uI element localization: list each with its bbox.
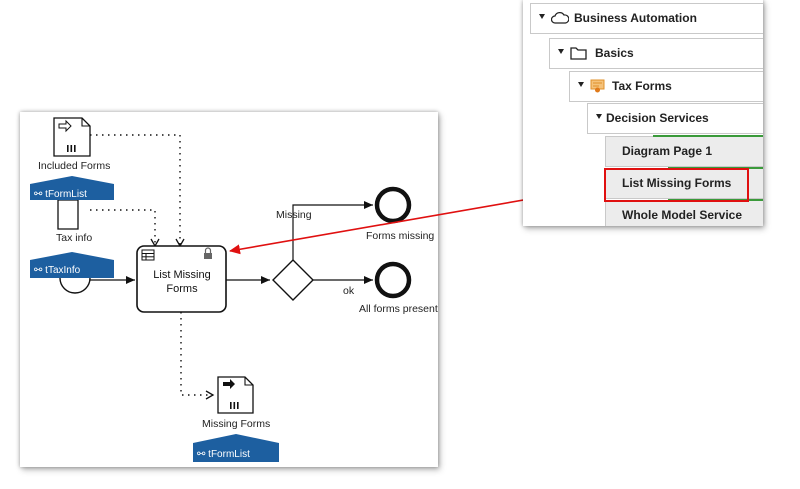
missing-forms-data-object[interactable] bbox=[217, 376, 254, 414]
status-line bbox=[653, 135, 763, 137]
tree-item-basics[interactable]: Basics bbox=[549, 38, 763, 69]
repository-tree: Business Automation Basics Tax Forms Dec… bbox=[523, 0, 763, 226]
type-tag-text: tTaxInfo bbox=[45, 265, 81, 276]
tree-item-decision-services[interactable]: Decision Services bbox=[587, 103, 763, 134]
collection-marker-icon bbox=[230, 402, 239, 409]
certificate-icon bbox=[590, 79, 605, 93]
chevron-down-icon bbox=[539, 14, 545, 19]
input-arrow-icon bbox=[58, 119, 72, 133]
link-icon: ⚯ bbox=[34, 265, 46, 276]
flow-label-ok: ok bbox=[343, 285, 355, 297]
link-icon: ⚯ bbox=[197, 449, 209, 460]
link-icon: ⚯ bbox=[34, 189, 46, 200]
tree-item-label: Tax Forms bbox=[612, 79, 672, 93]
tree-item-business-automation[interactable]: Business Automation bbox=[530, 3, 763, 34]
tree-item-label: Business Automation bbox=[574, 11, 697, 25]
chevron-down-icon bbox=[578, 82, 584, 87]
all-forms-present-label: All forms present bbox=[359, 303, 438, 315]
tree-item-whole-model-service[interactable]: Whole Model Service bbox=[605, 200, 763, 226]
exclusive-gateway[interactable] bbox=[272, 259, 314, 301]
included-forms-label: Included Forms bbox=[38, 160, 111, 172]
task-label: List Missing Forms bbox=[137, 268, 227, 296]
tree-item-label: List Missing Forms bbox=[622, 176, 732, 190]
chevron-down-icon bbox=[596, 114, 602, 119]
end-event-all-forms-present[interactable] bbox=[374, 261, 412, 299]
type-tag-shape bbox=[193, 434, 279, 462]
cloud-icon bbox=[551, 12, 569, 24]
tax-info-type-tag: ⚯ tTaxInfo bbox=[34, 265, 80, 277]
collection-marker-icon bbox=[67, 145, 76, 152]
decision-table-icon bbox=[141, 249, 155, 261]
included-forms-type-tag: ⚯ tFormList bbox=[34, 189, 87, 201]
output-arrow-icon bbox=[223, 379, 235, 389]
tax-info-label: Tax info bbox=[56, 232, 93, 244]
tax-info-data-object[interactable] bbox=[57, 199, 79, 230]
input-event-shape bbox=[59, 277, 91, 294]
forms-missing-label: Forms missing bbox=[366, 230, 435, 242]
missing-forms-type-tag: ⚯ tFormList bbox=[197, 449, 250, 461]
type-tag-shape bbox=[30, 252, 114, 278]
chevron-down-icon bbox=[558, 49, 564, 54]
included-forms-data-object[interactable] bbox=[53, 117, 91, 157]
missing-forms-label: Missing Forms bbox=[202, 418, 271, 430]
tree-item-label: Diagram Page 1 bbox=[622, 144, 713, 158]
flow-label-missing: Missing bbox=[276, 209, 312, 221]
selection-highlight bbox=[604, 168, 749, 202]
tree-item-tax-forms[interactable]: Tax Forms bbox=[569, 71, 763, 102]
lock-icon bbox=[204, 247, 212, 259]
type-tag-text: tFormList bbox=[208, 449, 250, 460]
tree-item-diagram-page-1[interactable]: Diagram Page 1 bbox=[605, 136, 763, 167]
end-event-forms-missing[interactable] bbox=[374, 186, 412, 224]
tree-item-list-missing-forms[interactable]: List Missing Forms bbox=[605, 168, 763, 199]
folder-icon bbox=[570, 47, 587, 60]
task-label-line1: List Missing bbox=[153, 269, 211, 281]
task-label-line2: Forms bbox=[166, 283, 198, 295]
tree-item-label: Whole Model Service bbox=[622, 208, 743, 222]
type-tag-text: tFormList bbox=[45, 189, 87, 200]
tree-item-label: Decision Services bbox=[606, 111, 709, 125]
type-tag-shape bbox=[30, 176, 114, 200]
tree-item-label: Basics bbox=[595, 46, 634, 60]
